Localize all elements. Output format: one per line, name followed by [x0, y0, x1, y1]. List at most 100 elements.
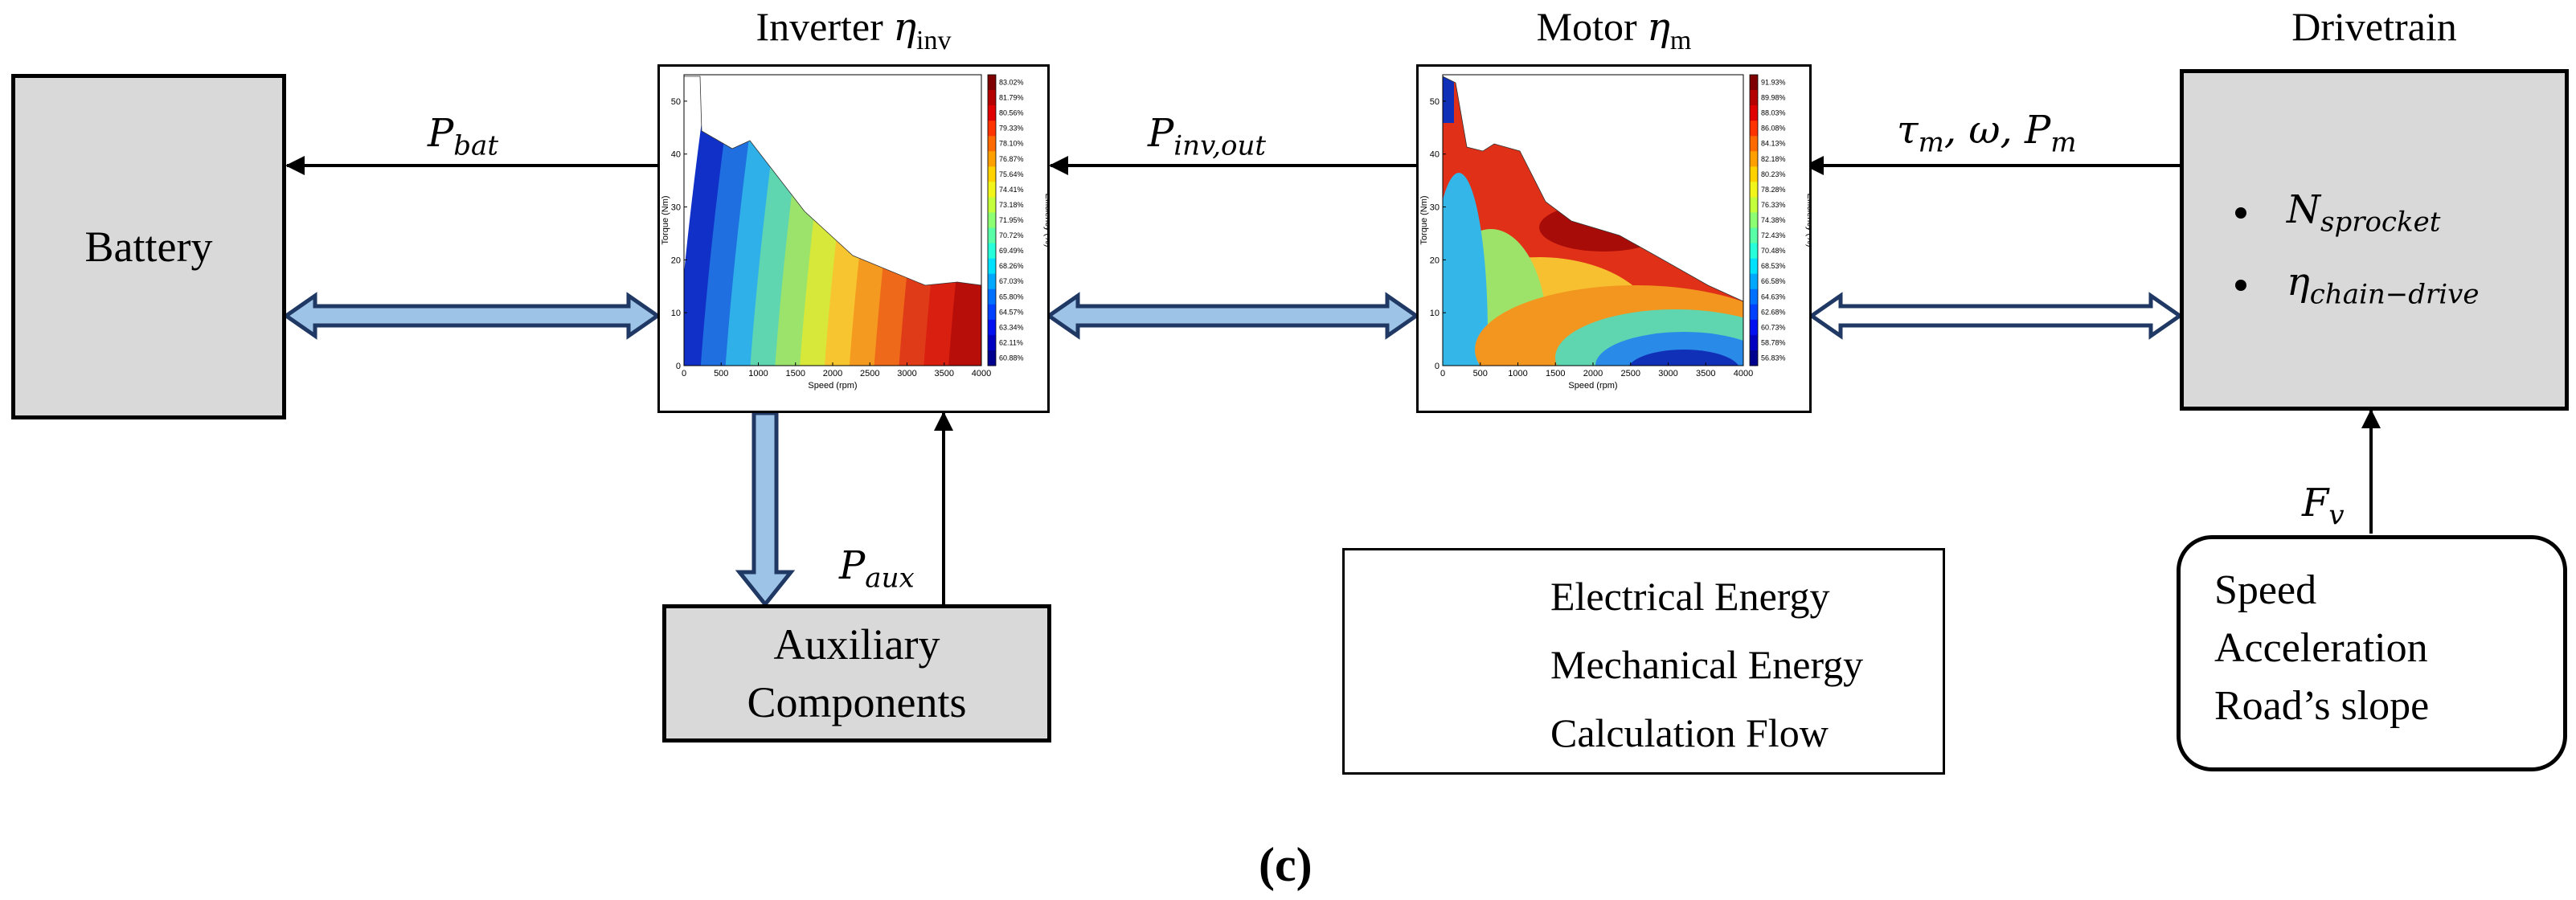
x-tick-label: 1500: [786, 369, 805, 378]
figure-caption: (c): [1259, 838, 1313, 891]
x-tick-label: 1000: [748, 369, 768, 378]
x-tick-label: 1500: [1546, 369, 1565, 378]
colorbar-tick-label: 78.28%: [1761, 186, 1786, 194]
drivetrain-param-sprocket: Nsprocket: [2235, 187, 2440, 239]
efficiency-contours: [684, 76, 981, 366]
colorbar-tick-label: 84.13%: [1761, 140, 1786, 148]
x-tick-label: 3000: [897, 369, 916, 378]
y-tick-label: 50: [671, 97, 681, 107]
y-axis-label: Torque (Nm): [661, 195, 670, 244]
x-tick-label: 4000: [1734, 369, 1753, 378]
y-tick-label: 20: [671, 256, 681, 265]
colorbar-tick-label: 72.43%: [1761, 231, 1786, 239]
auxiliary-label-line1: Auxiliary: [773, 620, 940, 669]
bullet-icon: [2235, 207, 2246, 219]
y-tick-label: 30: [671, 203, 681, 213]
x-tick-label: 500: [1473, 369, 1488, 378]
inverter-efficiency-map: 0 500 1000 1500 2000 2500 3000 3500 4000 0 10 20 30 4…: [657, 64, 1053, 413]
colorbar-tick-label: 68.53%: [1761, 262, 1786, 270]
x-tick-label: 2000: [823, 369, 842, 378]
colorbar-tick-label: 62.68%: [1761, 308, 1786, 316]
y-tick-label: 10: [671, 309, 681, 318]
colorbar-tick-label: 65.80%: [999, 292, 1024, 301]
colorbar-tick-label: 89.98%: [1761, 94, 1786, 102]
colorbar-tick-label: 67.03%: [999, 277, 1024, 285]
condition-speed: Speed: [2214, 567, 2317, 613]
colorbar-tick-label: 82.18%: [1761, 155, 1786, 163]
y-tick-label: 0: [1435, 362, 1440, 371]
legend-mechanical-label: Mechanical Energy: [1550, 642, 1864, 687]
colorbar-label: Efficiency (%): [1805, 193, 1809, 247]
p-inv-out-label: Pinv,out: [1148, 111, 1267, 162]
colorbar-tick-label: 60.88%: [999, 354, 1024, 362]
motor-output-label: τm, ω, Pm: [1897, 108, 2077, 159]
colorbar-tick-label: 75.64%: [999, 170, 1024, 178]
x-tick-label: 4000: [972, 369, 991, 378]
electrical-energy-arrow-battery-inverter: [282, 292, 661, 340]
colorbar-tick-label: 64.63%: [1761, 292, 1786, 301]
x-tick-label: 1000: [1508, 369, 1527, 378]
condition-acceleration: Acceleration: [2214, 625, 2428, 671]
colorbar-tick-label: 60.73%: [1761, 323, 1786, 331]
electrical-energy-arrow-inverter-auxiliary: [735, 411, 796, 608]
legend-electrical-label: Electrical Energy: [1550, 574, 1830, 619]
auxiliary-components-block: Auxiliary Components: [662, 604, 1051, 742]
bullet-icon: [2235, 279, 2246, 291]
colorbar-tick-label: 56.83%: [1761, 354, 1786, 362]
battery-label: Battery: [84, 223, 213, 271]
colorbar-tick-label: 68.26%: [999, 262, 1024, 270]
y-tick-label: 30: [1430, 203, 1440, 213]
x-tick-label: 0: [1440, 369, 1445, 378]
colorbar-tick-label: 83.02%: [999, 79, 1024, 87]
colorbar-tick-label: 64.57%: [999, 308, 1024, 316]
colorbar-tick-label: 70.72%: [999, 231, 1024, 239]
y-axis-label: Torque (Nm): [1419, 195, 1429, 244]
p-aux-label: Paux: [839, 543, 915, 595]
colorbar-tick-label: 80.56%: [999, 109, 1024, 117]
x-tick-label: 2500: [860, 369, 879, 378]
y-tick-label: 0: [676, 362, 681, 371]
colorbar-tick-label: 88.03%: [1761, 109, 1786, 117]
colorbar-tick-label: 91.93%: [1761, 79, 1786, 87]
x-tick-label: 3500: [1696, 369, 1715, 378]
inverter-title: Inverter ηinv: [756, 4, 952, 55]
x-tick-label: 500: [714, 369, 728, 378]
colorbar-tick-label: 73.18%: [999, 201, 1024, 209]
colorbar-tick-label: 66.58%: [1761, 277, 1786, 285]
x-tick-label: 3500: [935, 369, 954, 378]
y-tick-label: 40: [1430, 150, 1440, 160]
x-tick-label: 2500: [1621, 369, 1640, 378]
colorbar-tick-label: 76.33%: [1761, 201, 1786, 209]
legend-box: Electrical Energy Mechanical Energy Calc…: [1342, 548, 1945, 775]
driving-conditions-box: Speed Acceleration Road’s slope: [2177, 535, 2567, 771]
colorbar-tick-label: 80.23%: [1761, 170, 1786, 178]
map-plot-area: 0 500 1000 1500 2000 2500 3000 3500 4000 0 10 20 30 4…: [661, 74, 1053, 391]
f-v-label: Fv: [2302, 481, 2345, 532]
colorbar-tick-label: 71.95%: [999, 216, 1024, 224]
x-axis-label: Speed (rpm): [808, 381, 857, 391]
battery-block: Battery: [11, 74, 286, 419]
efficiency-contours: [1443, 76, 1743, 366]
x-tick-label: 0: [682, 369, 686, 378]
y-tick-label: 10: [1430, 309, 1440, 318]
colorbar-tick-label: 74.38%: [1761, 216, 1786, 224]
x-tick-label: 3000: [1658, 369, 1677, 378]
colorbar-tick-label: 63.34%: [999, 323, 1024, 331]
y-tick-label: 50: [1430, 97, 1440, 107]
y-tick-label: 40: [671, 150, 681, 160]
condition-road-slope: Road’s slope: [2214, 683, 2430, 729]
mechanical-energy-arrow-motor-drivetrain: [1808, 292, 2184, 340]
colorbar-tick-label: 70.48%: [1761, 247, 1786, 255]
auxiliary-label-line2: Components: [747, 678, 967, 726]
drivetrain-param-chain-drive: ηchain−drive: [2235, 260, 2479, 311]
drivetrain-block: Nsprocket ηchain−drive: [2180, 69, 2569, 411]
motor-title: Motor ηm: [1536, 4, 1692, 55]
p-bat-label: Pbat: [428, 111, 498, 162]
colorbar-tick-label: 69.49%: [999, 247, 1024, 255]
x-tick-label: 2000: [1583, 369, 1603, 378]
colorbar-tick-label: 74.41%: [999, 186, 1024, 194]
colorbar-tick-label: 86.08%: [1761, 125, 1786, 133]
